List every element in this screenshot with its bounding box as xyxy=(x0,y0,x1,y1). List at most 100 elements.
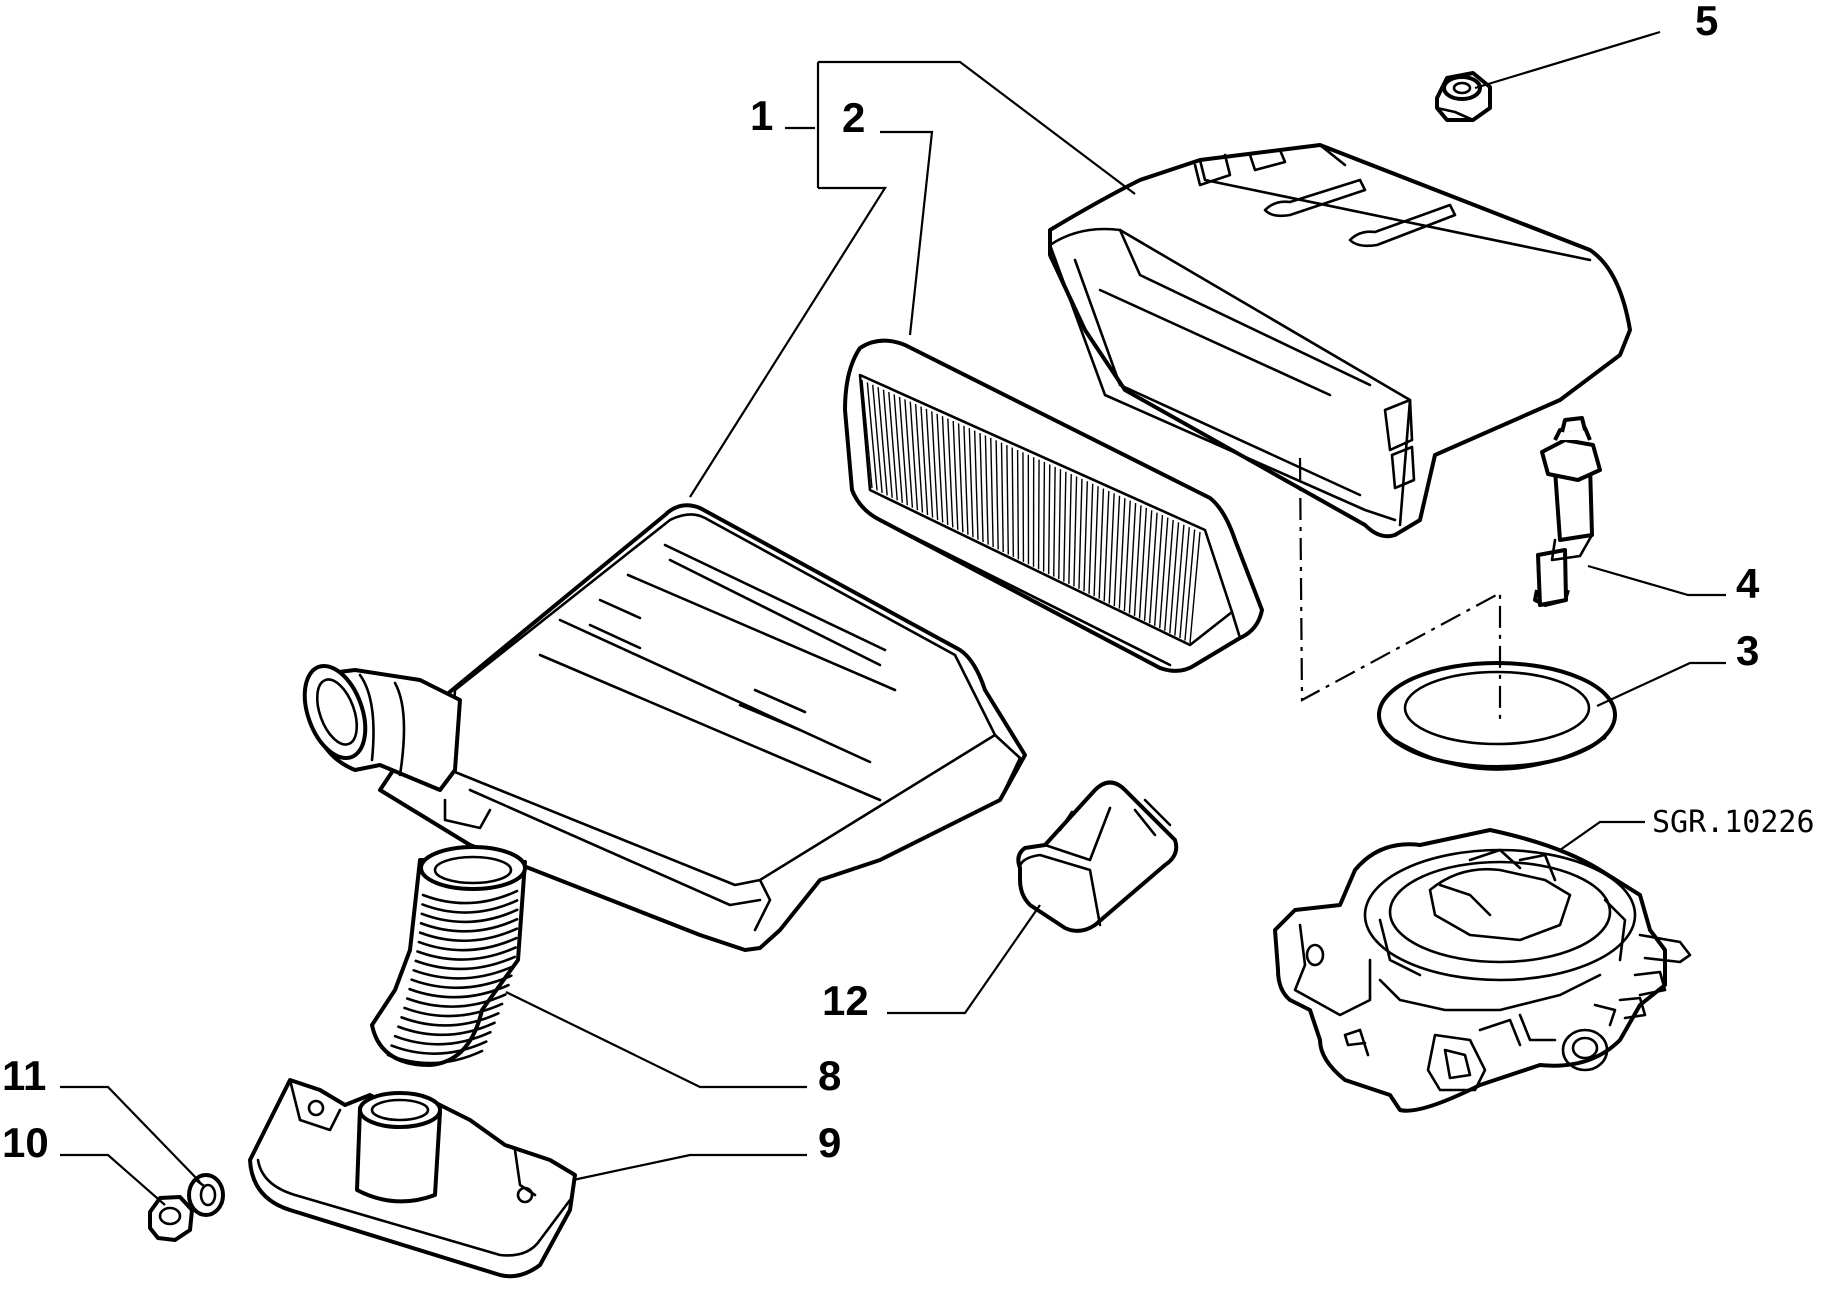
hose-ring xyxy=(403,1002,504,1018)
pleat-line xyxy=(888,392,898,501)
pleat-line xyxy=(1184,529,1196,641)
pleat-line xyxy=(1138,507,1148,619)
pleat-line xyxy=(1098,488,1105,599)
pleat-line xyxy=(1078,478,1083,589)
pleat-line xyxy=(1179,527,1190,639)
pleat-line xyxy=(1042,462,1046,572)
hose-ring xyxy=(418,927,519,943)
pleat-line xyxy=(973,430,979,540)
gasket-ring-icon xyxy=(1377,661,1617,771)
pleat-line xyxy=(979,433,984,543)
pleat-line xyxy=(963,425,969,535)
hose-ring xyxy=(414,955,516,971)
pleat-line xyxy=(1011,447,1015,557)
pleat-line xyxy=(931,411,939,521)
pleat-line xyxy=(909,401,919,511)
air-filter-cover-icon xyxy=(1048,143,1632,539)
leader-lines xyxy=(60,30,1726,1206)
pleat-line xyxy=(952,420,959,530)
assembly-axis-lines xyxy=(1298,457,1502,720)
pleat-line xyxy=(990,437,994,548)
clip-icon xyxy=(1016,780,1179,933)
reference-code: SGR.10226 xyxy=(1652,805,1815,840)
callout-5: 5 xyxy=(1695,0,1718,44)
pleat-line xyxy=(1006,445,1009,555)
pleat-line xyxy=(957,423,964,533)
pleat-line xyxy=(914,404,924,513)
hose-ring xyxy=(417,936,518,952)
pleat-line xyxy=(1068,474,1072,584)
hose-ring xyxy=(408,983,510,999)
pleat-line xyxy=(861,379,873,489)
hose-ring xyxy=(419,917,519,933)
callout-9: 9 xyxy=(818,1119,841,1166)
hose-corrugations xyxy=(386,889,519,1065)
air-filter-element-icon xyxy=(843,338,1264,673)
pleat-line xyxy=(1073,476,1078,587)
pleat-line xyxy=(1047,464,1051,575)
pleat-line xyxy=(1053,466,1056,577)
pleat-line xyxy=(1148,512,1158,624)
pleat-line xyxy=(1093,486,1099,597)
pleat-line xyxy=(941,416,949,525)
pleat-line xyxy=(1164,519,1174,631)
hose-ring xyxy=(386,1049,484,1065)
callout-11: 11 xyxy=(2,1052,46,1099)
pleat-line xyxy=(925,408,934,518)
pleat-line xyxy=(1123,500,1131,612)
air-filter-lower-housing-icon xyxy=(302,503,1027,952)
pleat-line xyxy=(1108,493,1115,604)
pleat-line xyxy=(1113,495,1121,607)
pleat-line xyxy=(1133,505,1142,616)
pleat-line xyxy=(968,428,974,538)
mounting-bracket-icon xyxy=(248,1078,577,1279)
callout-labels: 1 2 5 4 3 SGR.10226 12 8 9 11 10 xyxy=(2,0,1815,1166)
throttle-body-icon xyxy=(1273,828,1692,1113)
pleat-line xyxy=(1083,481,1089,592)
nut-icon xyxy=(1435,71,1492,122)
hose-ring xyxy=(397,1021,496,1037)
pleat-line xyxy=(1063,471,1067,582)
hose-ring xyxy=(390,1040,488,1055)
hose-ring xyxy=(393,1030,492,1046)
pleat-line xyxy=(872,384,883,493)
pleat-line xyxy=(1159,517,1169,629)
small-nut-icon xyxy=(148,1195,194,1242)
stud-bolt-icon xyxy=(1533,416,1602,607)
filter-pleats xyxy=(861,379,1201,644)
callout-4: 4 xyxy=(1736,560,1760,607)
pleat-line xyxy=(1016,449,1020,560)
hose-ring xyxy=(400,1012,500,1027)
hose-ring xyxy=(412,964,515,980)
callout-1: 1 xyxy=(750,92,773,139)
pleat-line xyxy=(866,382,878,491)
pleat-line xyxy=(947,418,954,528)
pleat-line xyxy=(904,399,914,508)
corrugated-hose-icon xyxy=(370,845,527,1067)
hose-ring xyxy=(416,946,518,961)
hose-ring xyxy=(421,889,519,905)
pleat-line xyxy=(877,387,888,496)
pleat-line xyxy=(1103,490,1110,602)
hose-ring xyxy=(410,974,513,990)
pleat-line xyxy=(995,440,999,550)
callout-2: 2 xyxy=(842,94,865,141)
pleat-line xyxy=(984,435,989,545)
pleat-line xyxy=(1118,498,1126,609)
callout-3: 3 xyxy=(1736,627,1759,674)
pleat-line xyxy=(1153,515,1164,626)
pleat-line xyxy=(920,406,929,516)
callout-8: 8 xyxy=(818,1052,841,1099)
pleat-line xyxy=(1000,442,1004,552)
hose-ring xyxy=(420,908,519,924)
pleat-line xyxy=(1128,503,1137,614)
callout-12: 12 xyxy=(822,977,869,1024)
pleat-line xyxy=(1058,469,1062,580)
pleat-line xyxy=(898,396,909,506)
pleat-line xyxy=(882,389,893,498)
hose-ring xyxy=(405,993,507,1008)
pleat-line xyxy=(893,394,903,503)
hose-ring xyxy=(421,899,519,914)
pleat-line xyxy=(1088,483,1094,594)
